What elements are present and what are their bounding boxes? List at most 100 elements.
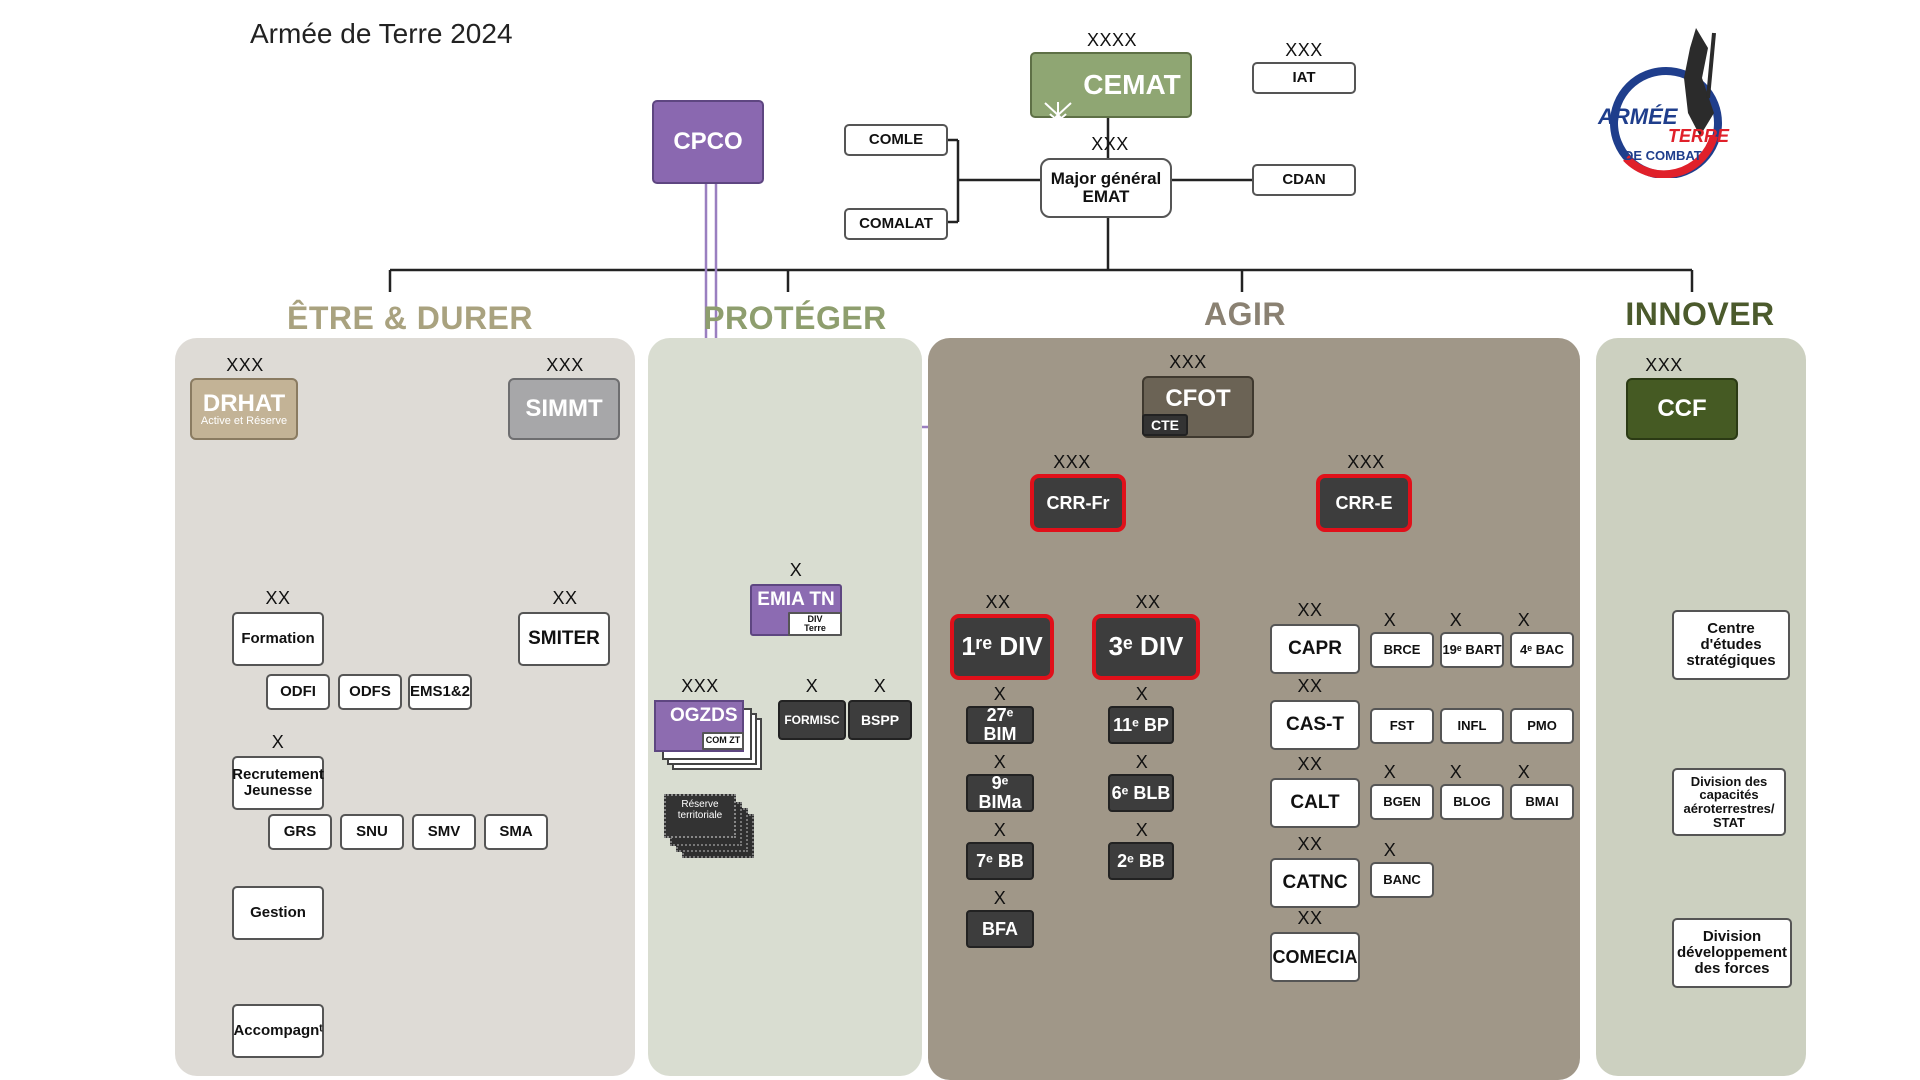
command-1-sub-0[interactable]: FST <box>1370 708 1434 744</box>
crre-box[interactable]: CRR-E <box>1316 474 1412 532</box>
cdan-box[interactable]: CDAN <box>1252 164 1356 196</box>
cemat-box[interactable]: CEMAT <box>1030 52 1192 129</box>
div1-brigade-3[interactable]: BFA <box>966 910 1034 948</box>
innover-item-1[interactable]: Division des capacités aéroterrestres/ S… <box>1672 768 1786 836</box>
command-echelon-0: XX <box>1297 600 1323 620</box>
formation-sub-0[interactable]: ODFI <box>266 674 330 710</box>
command-box-3[interactable]: CATNC <box>1270 858 1360 908</box>
logo-line2: TERRE <box>1668 126 1730 146</box>
emia-label: EMIA TN <box>757 589 835 610</box>
formisc-echelon: X <box>805 676 819 696</box>
div1-box[interactable]: 1ʳᵉ DIV <box>950 614 1054 680</box>
comle-box[interactable]: COMLE <box>844 124 948 156</box>
recrutement-box[interactable]: Recrutement Jeunesse <box>232 756 324 810</box>
div3-brigade-echelon: X <box>1135 684 1149 704</box>
formation-echelon: XX <box>265 588 291 608</box>
command-box-4[interactable]: COMECIA <box>1270 932 1360 982</box>
formation-box[interactable]: Formation <box>232 612 324 666</box>
command-2-sub-0[interactable]: BGEN <box>1370 784 1434 820</box>
command-0-sub-0[interactable]: BRCE <box>1370 632 1434 668</box>
reserve-territoriale-box[interactable]: Réserve territoriale <box>664 794 736 838</box>
command-1-sub-2[interactable]: PMO <box>1510 708 1574 744</box>
cemat-echelon: XXXX <box>1086 30 1138 50</box>
command-sub-echelon: X <box>1517 610 1531 630</box>
section-title-agir: AGIR <box>1204 296 1286 332</box>
div3-brigade-0[interactable]: 11ᵉ BP <box>1108 706 1174 744</box>
div1-echelon: XX <box>985 592 1011 612</box>
drhat-box[interactable]: DRHAT Active et Réserve <box>190 378 298 440</box>
div1-brigade-echelon: X <box>993 684 1007 704</box>
cpco-box[interactable]: CPCO <box>652 100 764 184</box>
recrutement-echelon: X <box>271 732 285 752</box>
div1-brigade-echelon: X <box>993 888 1007 908</box>
command-0-sub-1[interactable]: 19ᵉ BART <box>1440 632 1504 668</box>
ogzds-box[interactable]: OGZDS <box>654 700 744 752</box>
command-2-sub-1[interactable]: BLOG <box>1440 784 1504 820</box>
command-sub-echelon: X <box>1517 762 1531 782</box>
recrutement-sub-0[interactable]: GRS <box>268 814 332 850</box>
drhat-echelon: XXX <box>226 355 264 375</box>
crre-echelon: XXX <box>1347 452 1385 472</box>
formation-sub-2[interactable]: EMS1&2 <box>408 674 472 710</box>
bspp-box[interactable]: BSPP <box>848 700 912 740</box>
div3-brigade-echelon: X <box>1135 820 1149 840</box>
command-box-1[interactable]: CAS-T <box>1270 700 1360 750</box>
innover-item-2[interactable]: Division développement des forces <box>1672 918 1792 988</box>
major-general-echelon: XXX <box>1091 134 1129 154</box>
ogzds-sublabel: COM ZT <box>702 732 744 750</box>
div3-brigade-1[interactable]: 6ᵉ BLB <box>1108 774 1174 812</box>
formation-sub-1[interactable]: ODFS <box>338 674 402 710</box>
command-sub-echelon: X <box>1449 610 1463 630</box>
div1-brigade-2[interactable]: 7ᵉ BB <box>966 842 1034 880</box>
recrutement-sub-2[interactable]: SMV <box>412 814 476 850</box>
command-box-0[interactable]: CAPR <box>1270 624 1360 674</box>
div1-brigade-echelon: X <box>993 752 1007 772</box>
recrutement-sub-1[interactable]: SNU <box>340 814 404 850</box>
command-2-sub-2[interactable]: BMAI <box>1510 784 1574 820</box>
div3-box[interactable]: 3ᵉ DIV <box>1092 614 1200 680</box>
bspp-echelon: X <box>873 676 887 696</box>
command-echelon-2: XX <box>1297 754 1323 774</box>
ccf-echelon: XXX <box>1645 355 1683 375</box>
command-echelon-1: XX <box>1297 676 1323 696</box>
logo-line1: ARMÉE <box>1598 104 1678 129</box>
section-title-etre: ÊTRE & DURER <box>286 300 533 336</box>
div3-echelon: XX <box>1135 592 1161 612</box>
command-3-sub-0[interactable]: BANC <box>1370 862 1434 898</box>
drhat-label: DRHAT <box>202 389 286 417</box>
command-1-sub-1[interactable]: INFL <box>1440 708 1504 744</box>
formisc-box[interactable]: FORMISC <box>778 700 846 740</box>
simmt-box[interactable]: SIMMT <box>508 378 620 440</box>
cte-box[interactable]: CTE <box>1142 414 1188 436</box>
cfot-echelon: XXX <box>1169 352 1207 372</box>
simmt-echelon: XXX <box>546 355 584 375</box>
command-sub-echelon: X <box>1449 762 1463 782</box>
logo-emblem-icon <box>1610 28 1722 179</box>
comalat-box[interactable]: COMALAT <box>844 208 948 240</box>
gestion-box[interactable]: Gestion <box>232 886 324 940</box>
emia-sublabel: DIV Terre <box>788 612 842 636</box>
ccf-box[interactable]: CCF <box>1626 378 1738 440</box>
major-general-box[interactable]: Major général EMAT <box>1040 158 1172 218</box>
div1-brigade-echelon: X <box>993 820 1007 840</box>
section-title-proteger: PROTÉGER <box>703 300 887 336</box>
div1-brigade-1[interactable]: 9ᵉ BIMa <box>966 774 1034 812</box>
ogzds-echelon: XXX <box>681 676 719 696</box>
crrfr-box[interactable]: CRR-Fr <box>1030 474 1126 532</box>
command-0-sub-2[interactable]: 4ᵉ BAC <box>1510 632 1574 668</box>
smiter-box[interactable]: SMITER <box>518 612 610 666</box>
command-sub-echelon: X <box>1383 762 1397 782</box>
emia-echelon: X <box>789 560 803 580</box>
cfot-box[interactable]: CFOT <box>1142 376 1254 438</box>
iat-box[interactable]: IAT <box>1252 62 1356 94</box>
div3-brigade-2[interactable]: 2ᵉ BB <box>1108 842 1174 880</box>
innover-item-0[interactable]: Centre d'études stratégiques <box>1672 610 1790 680</box>
accompagnement-box[interactable]: Accompagnᵗ <box>232 1004 324 1058</box>
cfot-label: CFOT <box>1165 385 1231 412</box>
command-box-2[interactable]: CALT <box>1270 778 1360 828</box>
command-echelon-4: XX <box>1297 908 1323 928</box>
ogzds-label: OGZDS <box>670 705 738 726</box>
recrutement-sub-3[interactable]: SMA <box>484 814 548 850</box>
div1-brigade-0[interactable]: 27ᵉ BIM <box>966 706 1034 744</box>
command-sub-echelon: X <box>1383 610 1397 630</box>
